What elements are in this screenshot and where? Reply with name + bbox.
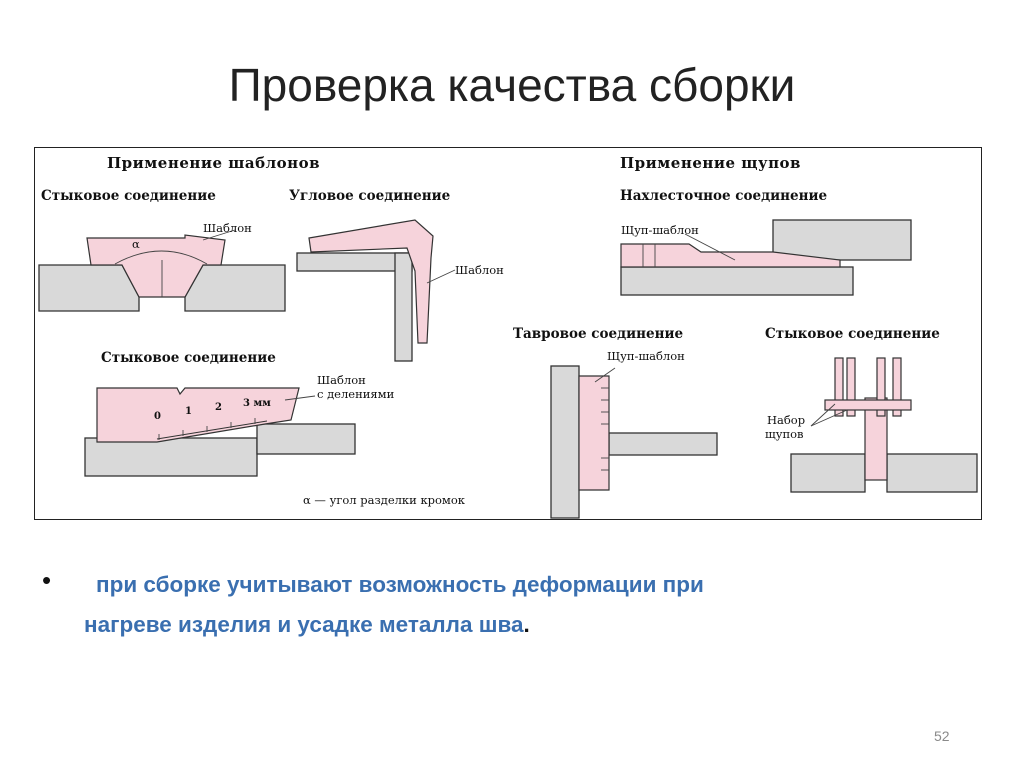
template-label-2: Шаблон [455, 263, 504, 277]
footnote: α — угол разделки кромок [303, 493, 466, 507]
bullet-item: при сборке учитывают возможность деформа… [84, 565, 944, 645]
slide-title: Проверка качества сборки [228, 59, 796, 111]
butt-plate-right [886, 453, 978, 493]
feeler-blade [834, 357, 844, 417]
leader-line [284, 395, 316, 401]
template-div-label-1: Шаблон [317, 373, 366, 387]
feeler-blade [846, 357, 856, 417]
bullet-line-1: при сборке учитывают возможность деформа… [96, 572, 704, 597]
graduated-template [96, 387, 300, 443]
butt-plate-left [790, 453, 866, 493]
alpha-symbol: α [132, 237, 140, 251]
scale-0: 0 [154, 411, 161, 422]
tee-plate-horizontal [608, 432, 718, 456]
butt-joint-label-1: Стыковое соединение [41, 188, 216, 204]
tee-joint-label: Тавровое соединение [513, 326, 683, 342]
lap-joint-label: Нахлесточное соединение [620, 188, 827, 204]
tee-plate-vertical [550, 365, 580, 519]
scale-1: 1 [185, 406, 192, 417]
feeler-blade [892, 357, 902, 417]
lap-feeler [620, 243, 841, 268]
graduated-template-drawing: 0 1 2 3 мм Шаблон с делениями [84, 373, 395, 477]
bullet-marker: • [42, 565, 52, 595]
scale-2: 2 [215, 402, 222, 413]
angle-template [86, 234, 226, 298]
leader-line [202, 229, 236, 241]
corner-template [308, 219, 434, 344]
leader-line [810, 403, 836, 427]
plate-left-2 [84, 437, 258, 477]
plate-left [38, 264, 140, 312]
gap-feeler [864, 397, 888, 481]
lap-joint-drawing: Щуп-шаблон [620, 219, 912, 296]
scale-3: 3 мм [243, 398, 271, 409]
welding-assembly-figure: Применение шаблонов Применение щупов Сты… [34, 147, 982, 520]
feeler-holder [824, 399, 912, 411]
angle-arc [114, 250, 208, 265]
leader-line [810, 409, 848, 427]
feeler-blade [876, 357, 886, 417]
templates-heading: Применение шаблонов [107, 154, 320, 172]
feeler-set-drawing: Набор щупов [765, 357, 978, 493]
plate-right-2 [256, 423, 356, 455]
bullet-period: . [523, 612, 530, 637]
corner-joint-label: Угловое соединение [289, 188, 450, 204]
corner-plate-vertical [394, 252, 413, 362]
tee-joint-drawing: Щуп-шаблон [550, 349, 718, 519]
butt-joint-label-2: Стыковое соединение [101, 350, 276, 366]
feelers-heading: Применение щупов [620, 154, 801, 172]
scale-line [156, 420, 268, 440]
plate-right [184, 264, 286, 312]
feeler-template-label-1: Щуп-шаблон [621, 223, 699, 237]
butt-joint-template-drawing: α Шаблон [38, 221, 286, 312]
butt-joint-label-3: Стыковое соединение [765, 326, 940, 342]
leader-line [426, 269, 456, 284]
leader-line [684, 233, 736, 261]
template-label-1: Шаблон [203, 221, 252, 235]
feeler-set-label-1: Набор [767, 413, 805, 427]
corner-joint-drawing: Шаблон [296, 219, 504, 362]
leader-line [594, 367, 616, 383]
tee-feeler [578, 375, 610, 491]
figure-svg: Применение шаблонов Применение щупов Сты… [38, 154, 978, 519]
feeler-set-label-2: щупов [765, 427, 804, 441]
lap-plate-bottom [620, 266, 854, 296]
bullet-line-2: нагреве изделия и усадке металла шва [84, 612, 524, 637]
feeler-template-label-2: Щуп-шаблон [607, 349, 685, 363]
page-number: 52 [934, 728, 950, 744]
template-div-label-2: с делениями [317, 387, 395, 401]
lap-plate-top [772, 219, 912, 261]
